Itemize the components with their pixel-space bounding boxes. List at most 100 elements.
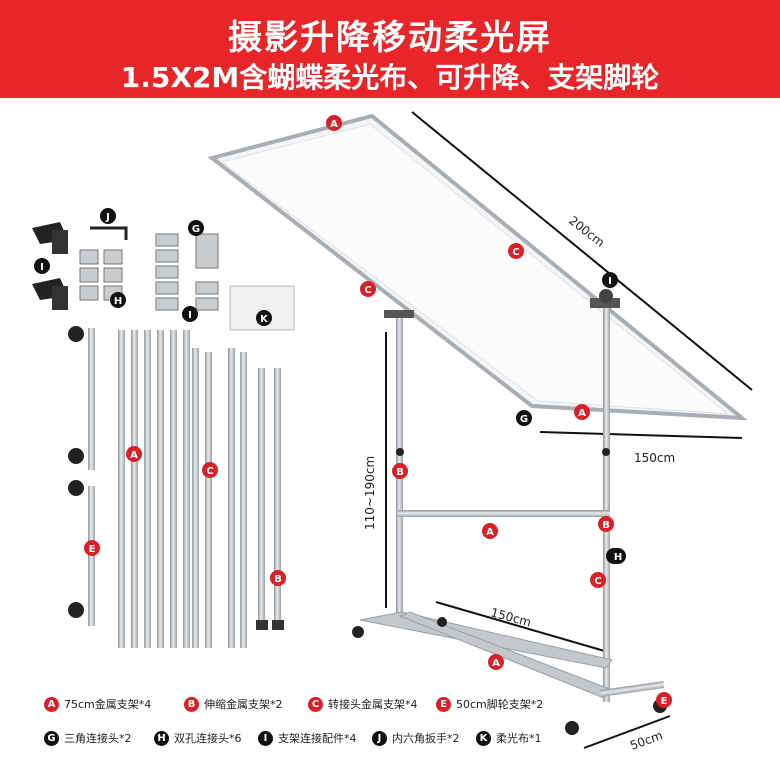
svg-text:K: K — [260, 314, 269, 325]
svg-text:J: J — [105, 212, 110, 223]
svg-text:E: E — [89, 544, 96, 555]
legend-text: 50cm脚轮支架*2 — [456, 698, 544, 711]
label-a-rods: A — [126, 446, 142, 462]
label-e-rods: E — [84, 540, 100, 556]
legend-badge: C — [308, 696, 323, 712]
svg-text:I: I — [40, 262, 44, 273]
label-a-middle: A — [482, 523, 498, 539]
svg-text:I: I — [188, 310, 192, 321]
label-c-rods: C — [202, 462, 218, 478]
dim-line-200 — [411, 111, 753, 391]
legend-item-h: H 双孔连接头*6 — [154, 730, 242, 746]
svg-text:H: H — [614, 552, 622, 563]
legend-badge: K — [476, 730, 491, 746]
dim-text-150-top: 150cm — [634, 451, 675, 465]
label-g-panel: G — [516, 410, 532, 426]
label-b-left: B — [392, 463, 408, 479]
dim-line-50 — [583, 715, 671, 749]
legend-badge: G — [44, 730, 59, 746]
legend-badge: I — [258, 730, 273, 746]
label-h-parts: H — [110, 292, 126, 308]
svg-text:A: A — [130, 450, 138, 461]
banner-title: 摄影升降移动柔光屏 — [228, 18, 552, 58]
label-h-stand: H — [610, 548, 626, 564]
legend-item-c: C 转接头金属支架*4 — [308, 696, 418, 712]
label-b-rods: B — [270, 570, 286, 586]
svg-text:A: A — [330, 119, 338, 130]
label-i-parts-left: I — [34, 258, 50, 274]
label-a-top: A — [326, 115, 342, 131]
legend-badge: E — [436, 696, 451, 712]
clamp-i-parts — [32, 222, 68, 310]
label-g-parts: G — [188, 220, 204, 236]
svg-text:A: A — [486, 527, 494, 538]
svg-text:C: C — [364, 285, 371, 296]
svg-text:C: C — [512, 247, 519, 258]
legend-item-a: A 75cm金属支架*4 — [44, 696, 151, 712]
legend-badge: B — [184, 696, 199, 712]
label-b-right: B — [598, 516, 614, 532]
label-c-lower: C — [590, 572, 606, 588]
svg-text:C: C — [206, 466, 213, 477]
label-j-parts: J — [100, 208, 116, 224]
legend-text: 转接头金属支架*4 — [328, 698, 418, 711]
label-i-top: I — [602, 272, 618, 288]
svg-text:B: B — [396, 467, 404, 478]
base-rail-back — [359, 611, 613, 669]
svg-text:A: A — [492, 658, 500, 669]
rod-group-e — [68, 326, 95, 626]
legend-text: 75cm金属支架*4 — [64, 698, 152, 711]
svg-text:A: A — [578, 408, 586, 419]
legend-text: 双孔连接头*6 — [174, 732, 242, 745]
label-c-right: C — [508, 243, 524, 259]
dim-text-50: 50cm — [628, 728, 664, 753]
hex-key-j — [90, 226, 128, 240]
dim-text-height: 110~190cm — [363, 456, 377, 530]
cross-bar-middle — [398, 510, 610, 517]
svg-text:C: C — [594, 576, 601, 587]
label-a-right: A — [574, 404, 590, 420]
label-c-left: C — [360, 281, 376, 297]
legend-text: 三角连接头*2 — [64, 732, 132, 745]
legend-item-k: K 柔光布*1 — [476, 730, 542, 746]
legend-item-g: G 三角连接头*2 — [44, 730, 132, 746]
svg-text:B: B — [274, 574, 282, 585]
label-e-base: E — [656, 692, 672, 708]
legend-text: 伸缩金属支架*2 — [204, 698, 283, 711]
legend-item-j: J 内六角扳手*2 — [372, 730, 460, 746]
svg-text:G: G — [192, 224, 200, 235]
rod-group-c — [192, 348, 247, 648]
legend-text: 柔光布*1 — [496, 732, 542, 745]
label-k-parts: K — [256, 310, 272, 326]
svg-text:E: E — [661, 696, 668, 707]
legend-badge: J — [372, 730, 387, 746]
banner-subtitle: 1.5X2M含蝴蝶柔光布、可升降、支架脚轮 — [120, 61, 660, 94]
legend-item-e: E 50cm脚轮支架*2 — [436, 696, 543, 712]
legend-text: 内六角扳手*2 — [392, 732, 460, 745]
legend-badge: A — [44, 696, 59, 712]
title-banner: 摄影升降移动柔光屏 1.5X2M含蝴蝶柔光布、可升降、支架脚轮 — [0, 0, 780, 98]
dim-text-150-base: 150cm — [489, 605, 532, 629]
caster-wheel — [565, 721, 579, 735]
svg-text:G: G — [520, 414, 528, 425]
caster-wheel — [352, 626, 364, 638]
svg-text:H: H — [114, 296, 122, 307]
rod-group-a — [118, 330, 190, 648]
connector-g-i-parts — [155, 233, 219, 311]
legend-badge: H — [154, 730, 169, 746]
legend-text: 支架连接配件*4 — [278, 732, 357, 745]
svg-text:B: B — [602, 520, 610, 531]
base-bar-right — [600, 681, 665, 697]
dim-line-150-base — [435, 601, 609, 653]
right-upright-pole — [603, 302, 610, 702]
connector-h-parts — [79, 249, 123, 301]
dim-line-150-top — [539, 431, 743, 439]
rod-group-b — [256, 368, 284, 630]
label-a-base: A — [488, 654, 504, 670]
svg-text:I: I — [608, 276, 612, 287]
caster-wheel — [437, 617, 447, 627]
legend-item-b: B 伸缩金属支架*2 — [184, 696, 283, 712]
legend-item-i: I 支架连接配件*4 — [258, 730, 357, 746]
label-i-parts-right: I — [182, 306, 198, 322]
